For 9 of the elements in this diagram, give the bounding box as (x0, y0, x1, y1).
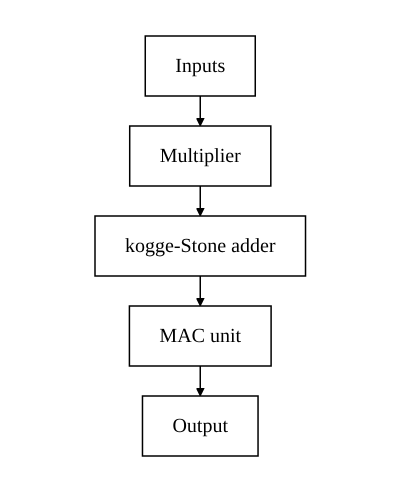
node-box: Inputs (144, 35, 256, 97)
node-box: MAC unit (128, 305, 272, 367)
arrow (196, 276, 205, 306)
node-box: Multiplier (129, 125, 272, 187)
arrow (196, 366, 205, 396)
arrow (196, 96, 205, 126)
arrow (196, 186, 205, 216)
node-box: kogge-Stone adder (94, 215, 306, 277)
node-box: Output (142, 395, 260, 457)
